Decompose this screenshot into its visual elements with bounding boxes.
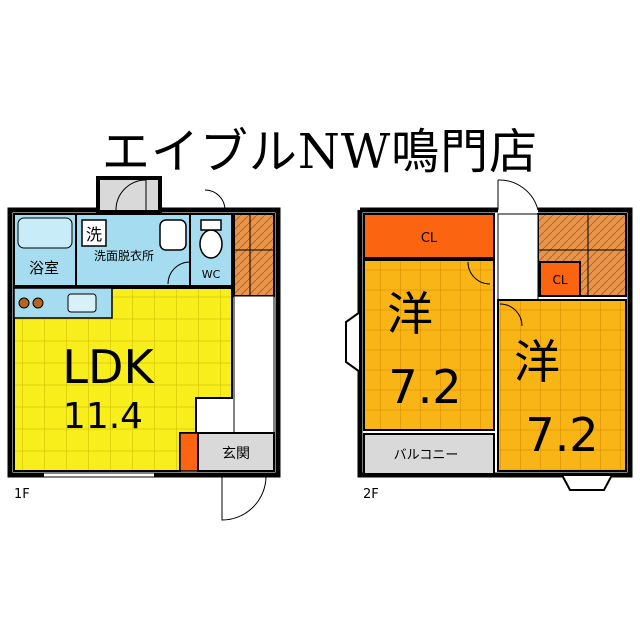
entrance-label: 玄関 bbox=[222, 445, 250, 462]
washroom-label: 洗面脱衣所 bbox=[94, 248, 154, 263]
closet-small-label: CL bbox=[552, 273, 567, 287]
floor-2f-label: 2F bbox=[363, 487, 379, 502]
closet-small bbox=[539, 261, 581, 297]
bay-window-left bbox=[345, 310, 361, 374]
wc-label: WC bbox=[202, 268, 221, 281]
closet-large-label: CL bbox=[421, 231, 438, 246]
floor-1f: 浴室 洗 洗面脱衣所 WC LDK 11.4 玄関 bbox=[7, 176, 281, 521]
agency-title: エイブルNW鳴門店 bbox=[101, 124, 539, 180]
bath-label: 浴室 bbox=[29, 259, 59, 277]
room2-size: 7.2 bbox=[525, 408, 598, 462]
ldk-label: LDK bbox=[62, 340, 155, 394]
closet-large bbox=[363, 213, 495, 259]
balcony-label: バルコニー bbox=[394, 448, 459, 463]
toilet-icon bbox=[199, 229, 223, 259]
room1-size: 7.2 bbox=[388, 360, 461, 414]
back-porch bbox=[96, 176, 162, 214]
room1-type: 洋 bbox=[387, 287, 433, 341]
floor-1f-label: 1F bbox=[14, 487, 30, 502]
ldk-size: 11.4 bbox=[63, 396, 143, 437]
shoe-closet bbox=[179, 432, 199, 472]
room2-type: 洋 bbox=[514, 335, 560, 389]
front-door bbox=[221, 475, 267, 521]
bay-window-bottom bbox=[560, 474, 614, 491]
bathtub-icon bbox=[17, 217, 73, 249]
entrance-room bbox=[197, 432, 275, 472]
balcony bbox=[363, 433, 495, 475]
western-room-1 bbox=[363, 259, 495, 431]
western-room-2 bbox=[497, 299, 627, 472]
stove-icon bbox=[18, 297, 30, 309]
sink-icon bbox=[159, 219, 187, 251]
washing-machine-icon bbox=[81, 219, 107, 247]
kitchen-sink-icon bbox=[67, 293, 97, 313]
floor-2f: CL CL 洋 7.2 洋 7.2 バルコニー bbox=[345, 179, 633, 491]
stairs-1f bbox=[233, 213, 275, 297]
wash-icon-label: 洗 bbox=[86, 225, 102, 244]
